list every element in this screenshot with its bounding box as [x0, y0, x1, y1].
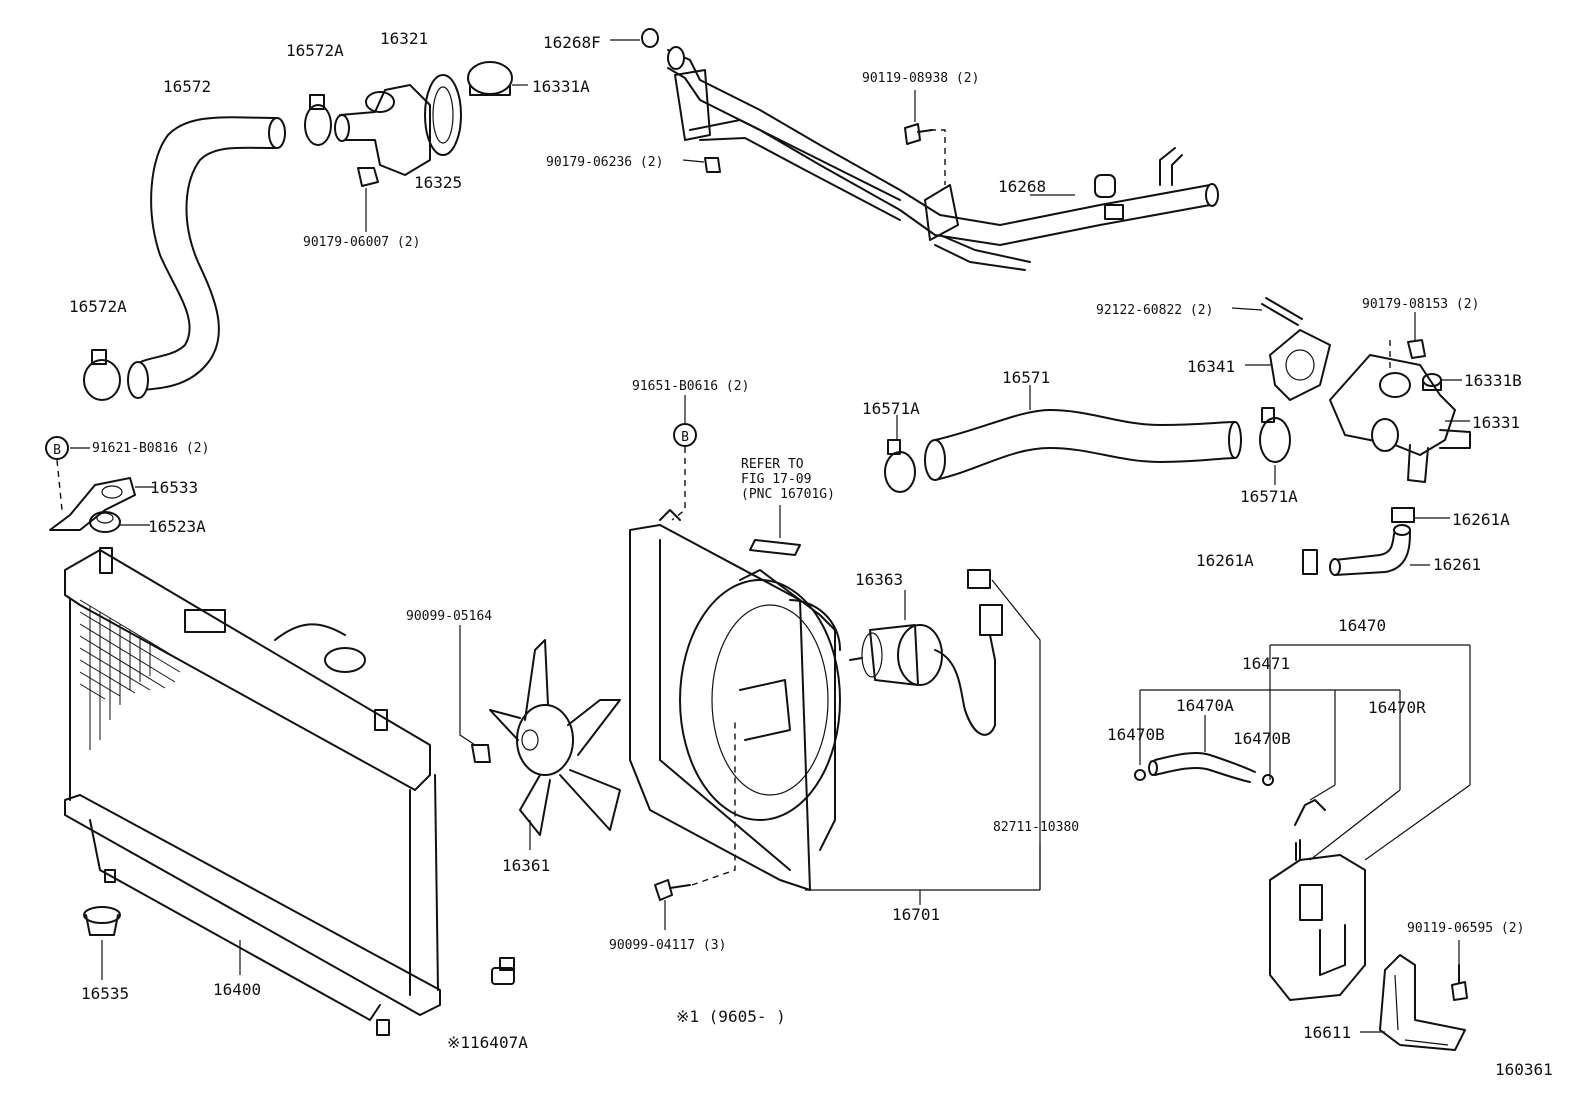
overflow-hose-16470a [1148, 751, 1256, 783]
label-refer-line2: FIG 17-09 [741, 472, 811, 487]
switch-16407a [491, 957, 515, 985]
hose-clamp-upper [304, 94, 332, 146]
nut-90179-06007 [357, 167, 379, 232]
clip-16261a-left [1302, 549, 1318, 575]
clip-16261a-right [1391, 507, 1415, 523]
nut-90179-08153 [1407, 339, 1426, 359]
upper-radiator-hose [127, 116, 286, 399]
label-16572: 16572 [163, 77, 211, 96]
gasket-16325 [424, 74, 462, 156]
label-refer-line1: REFER TO [741, 457, 804, 472]
label-16572a-bottom: 16572A [69, 297, 127, 316]
callout-b-center: B [673, 423, 697, 447]
label-16361: 16361 [502, 856, 550, 875]
label-16321: 16321 [380, 29, 428, 48]
label-92122-60822: 92122-60822 (2) [1096, 303, 1213, 318]
label-16701: 16701 [892, 905, 940, 924]
label-16261a-left: 16261A [1196, 551, 1254, 570]
thermostat-16331a [467, 61, 528, 96]
bolt-90119-08938 [904, 123, 933, 145]
label-16268f: 16268F [543, 33, 601, 52]
label-16571a-left: 16571A [862, 399, 920, 418]
water-bypass-pipe-16268 [641, 28, 1219, 271]
label-16470b-right: 16470B [1233, 729, 1291, 748]
radiator-16400 [64, 547, 441, 1036]
figure-number: 160361 [1495, 1060, 1553, 1079]
label-90179-08153: 90179-08153 (2) [1362, 297, 1479, 312]
hose-clamp-16571a-left [884, 439, 916, 493]
fan-motor-16363 [849, 624, 996, 736]
label-16571a-right: 16571A [1240, 487, 1298, 506]
label-16407a: ※116407A [447, 1033, 528, 1052]
label-90179-06236: 90179-06236 (2) [546, 155, 663, 170]
label-16535: 16535 [81, 984, 129, 1003]
callout-b-left: B [45, 436, 69, 460]
clip-16470b-left [1134, 769, 1146, 781]
hose-16261 [1329, 524, 1411, 576]
label-16331b: 16331B [1464, 371, 1522, 390]
nut-90099-05164 [471, 744, 491, 763]
gasket-16341 [1269, 329, 1331, 401]
label-16261: 16261 [1433, 555, 1481, 574]
label-90119-08938: 90119-08938 (2) [862, 71, 979, 86]
svg-text:B: B [53, 443, 61, 458]
clip-16470b-right [1262, 774, 1274, 786]
label-82711-10380: 82711-10380 [993, 820, 1079, 835]
stud-92122-60822 [1261, 297, 1303, 326]
footnote-date-range: ※1 (9605- ) [676, 1007, 786, 1026]
nut-90179-06236 [704, 157, 721, 173]
label-91651-b0616: 91651-B0616 (2) [632, 379, 749, 394]
label-16523a: 16523A [148, 517, 206, 536]
label-16331: 16331 [1472, 413, 1520, 432]
label-16471: 16471 [1242, 654, 1290, 673]
connector-82711-10380 [967, 569, 1003, 661]
label-16470b-left: 16470B [1107, 725, 1165, 744]
water-outlet-16331 [1329, 354, 1471, 483]
radiator-core-fins [79, 599, 181, 750]
plug-16331b [1422, 373, 1442, 391]
label-90099-04117: 90099-04117 (3) [609, 938, 726, 953]
label-16261a-right: 16261A [1452, 510, 1510, 529]
label-16331a: 16331A [532, 77, 590, 96]
label-16470r: 16470R [1368, 698, 1426, 717]
reserve-tank-16470 [1269, 799, 1366, 1001]
radiator-support-16533 [49, 477, 136, 531]
label-90179-06007: 90179-06007 (2) [303, 235, 420, 250]
refer-tag [749, 505, 801, 556]
svg-text:B: B [681, 430, 689, 445]
bracket-16611 [1379, 954, 1466, 1051]
radiator-hose-16571 [924, 409, 1242, 481]
label-refer-line3: (PNC 16701G) [741, 487, 835, 502]
label-16363: 16363 [855, 570, 903, 589]
label-16325: 16325 [414, 173, 462, 192]
label-16571: 16571 [1002, 368, 1050, 387]
hose-clamp-16571a-right [1259, 407, 1291, 463]
label-16572a-top: 16572A [286, 41, 344, 60]
bolt-90099-04117 [654, 879, 691, 901]
label-16341: 16341 [1187, 357, 1235, 376]
radiator-cushion-16535 [83, 906, 121, 936]
label-91621-b0816: 91621-B0816 (2) [92, 441, 209, 456]
bolt-90119-06595 [1451, 964, 1468, 1001]
label-16400: 16400 [213, 980, 261, 999]
label-16470: 16470 [1338, 616, 1386, 635]
hose-clamp-lower [83, 349, 121, 401]
cushion-16523a [89, 511, 121, 533]
fan-shroud-16701 [629, 509, 841, 891]
fan-16361 [489, 639, 621, 836]
water-inlet-16321 [334, 84, 431, 176]
label-90099-05164: 90099-05164 [406, 609, 492, 624]
label-16611: 16611 [1303, 1023, 1351, 1042]
label-16268: 16268 [998, 177, 1046, 196]
label-16470a: 16470A [1176, 696, 1234, 715]
label-90119-06595: 90119-06595 (2) [1407, 921, 1524, 936]
label-16533: 16533 [150, 478, 198, 497]
